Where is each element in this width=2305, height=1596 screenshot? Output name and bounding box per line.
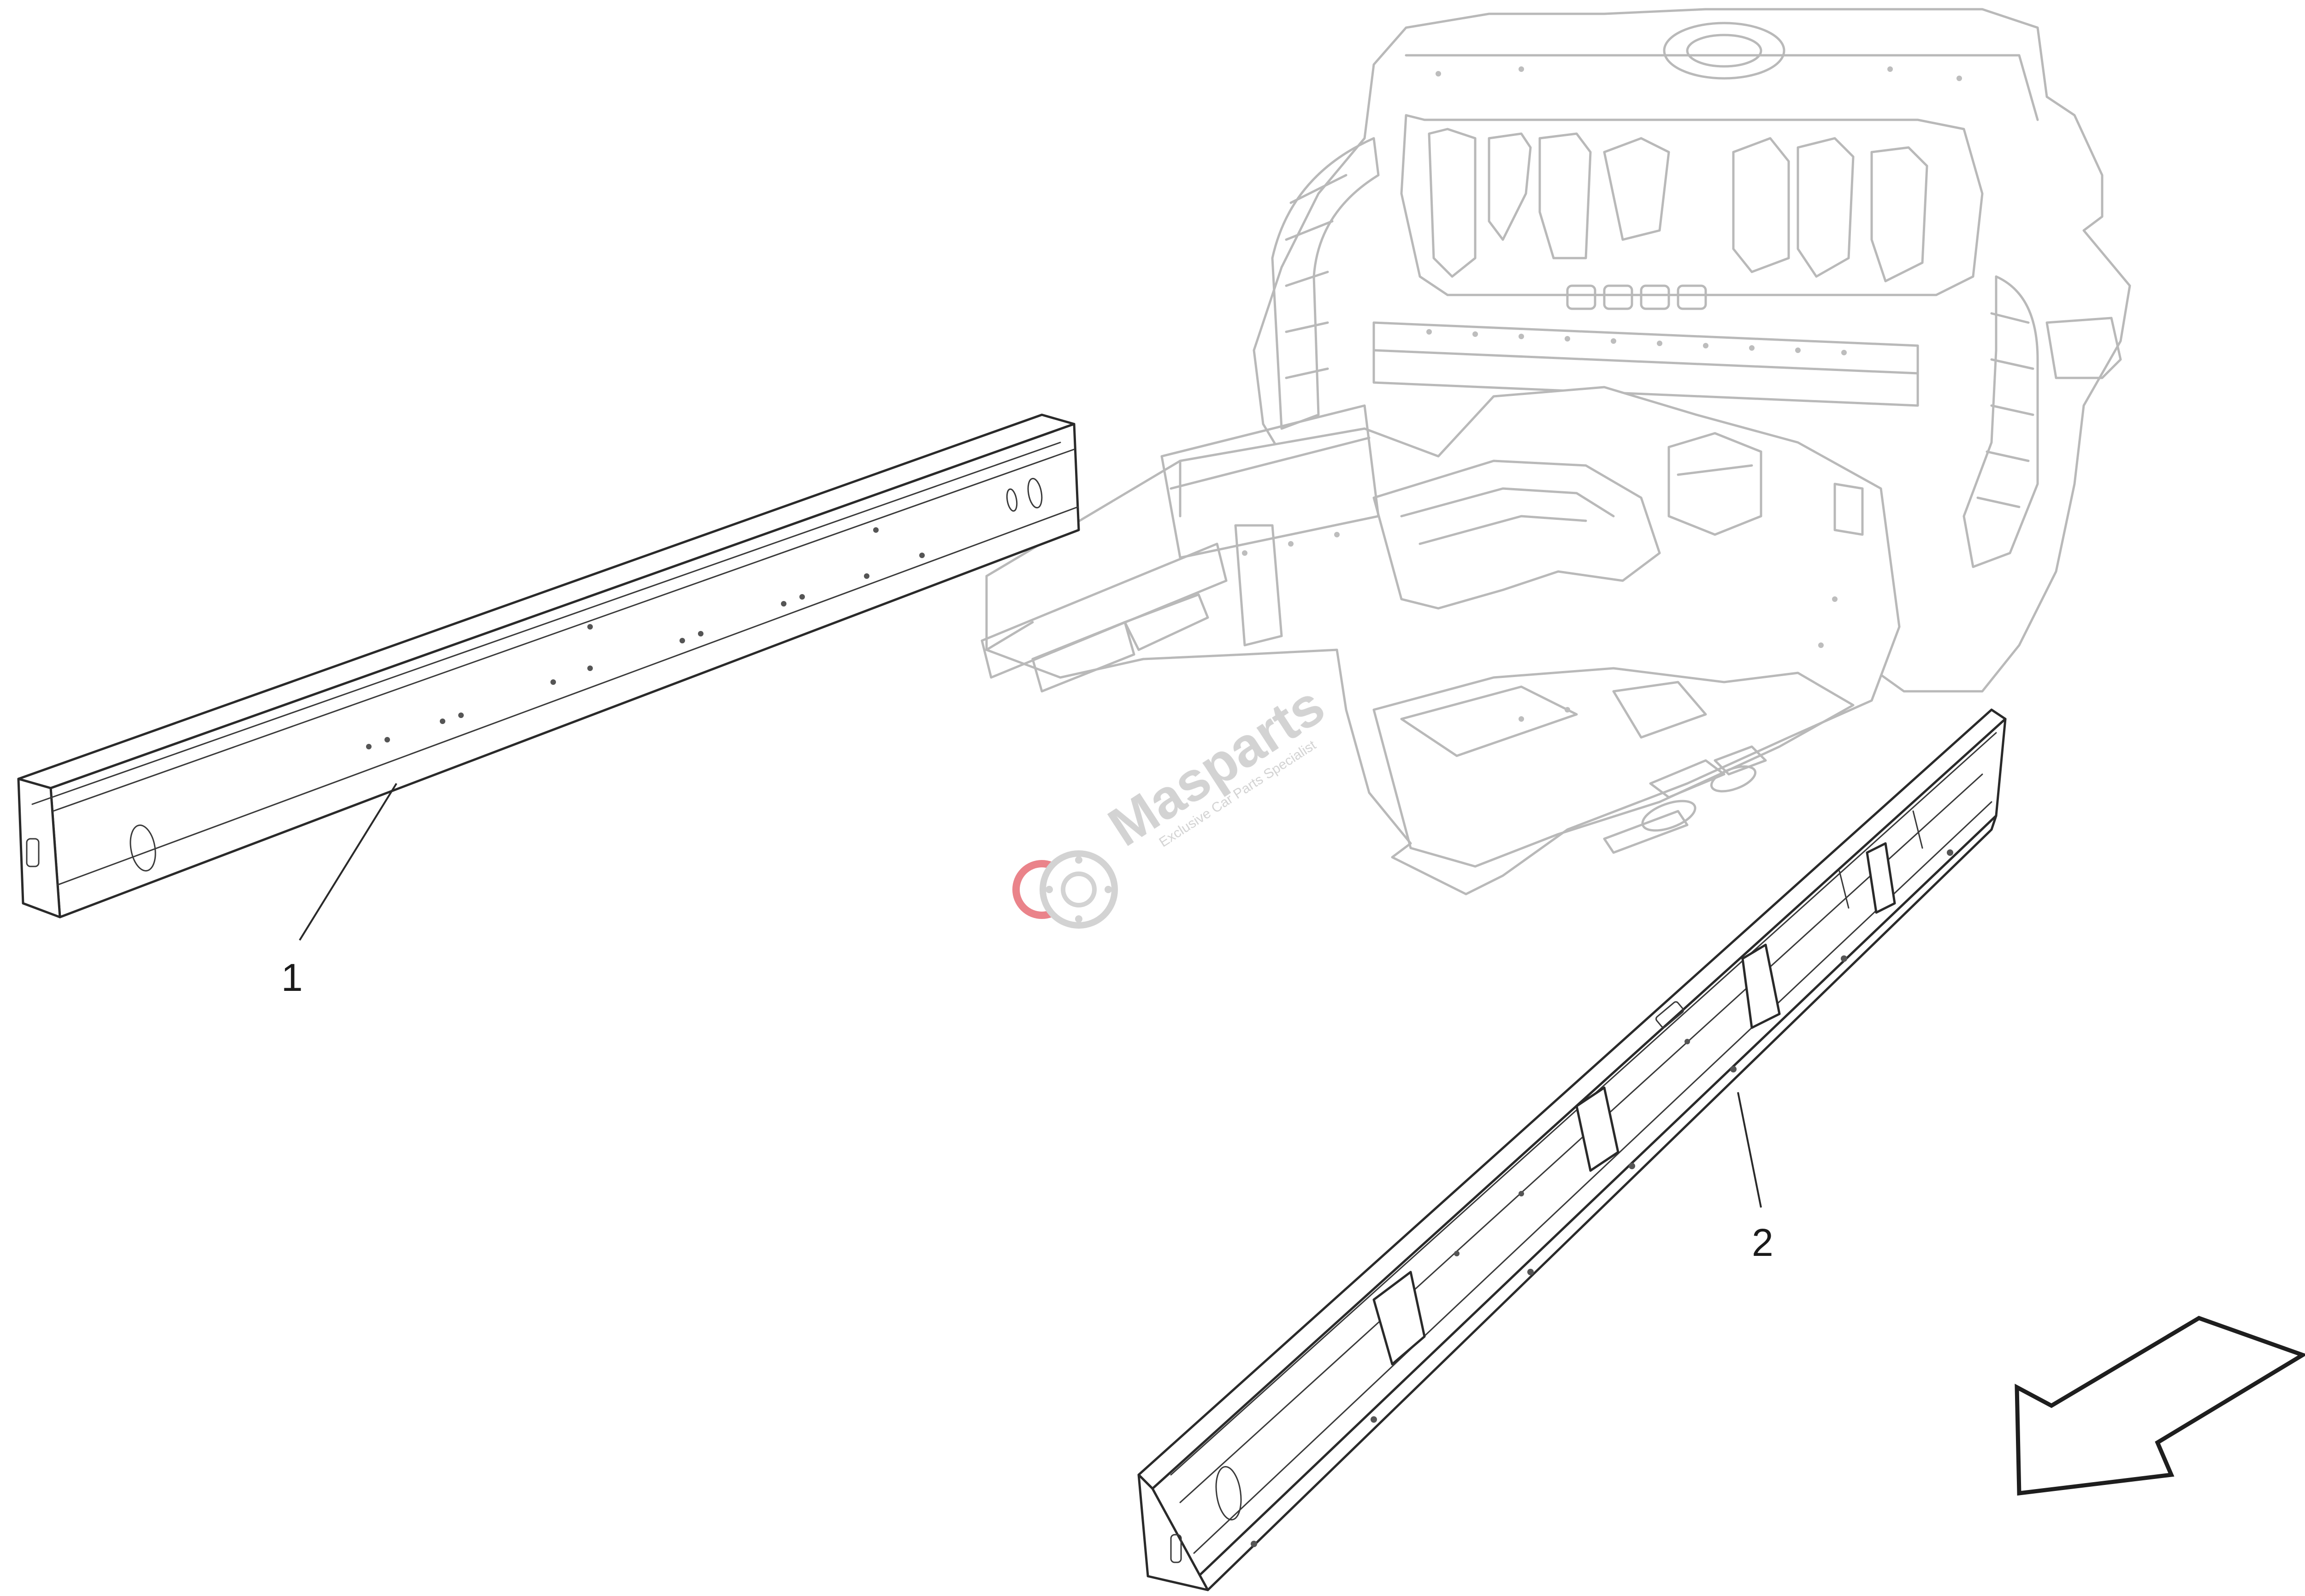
part-2-side-member [1137, 708, 2007, 1591]
watermark: Masparts Exclusive Car Parts Specialist [1012, 674, 1335, 929]
leader-line-1 [299, 783, 397, 941]
part-1-side-member [17, 413, 1080, 941]
leader-line-2 [1737, 1092, 1762, 1208]
callout-2: 2 [1752, 1221, 1773, 1264]
watermark-brand: Masparts [1098, 674, 1335, 858]
watermark-logo-icon [1012, 850, 1118, 929]
callout-1: 1 [281, 956, 303, 999]
body-shell-ghost [981, 8, 2131, 895]
direction-arrow-icon [2015, 1316, 2305, 1496]
